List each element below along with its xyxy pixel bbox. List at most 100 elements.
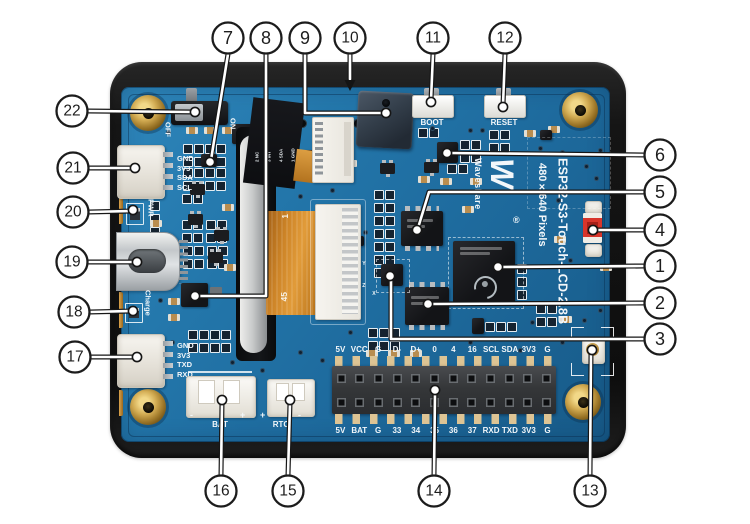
via-dot [157, 297, 163, 303]
header-pin-label-txd: TXD [501, 426, 518, 435]
header-pin-label-g: G [544, 426, 551, 435]
via-dot [581, 317, 587, 323]
header-pin-label-3v3: 3V3 [521, 426, 536, 435]
flex-pin-label-3-int: 3 INT [266, 150, 272, 162]
header-pin-label-16: 16 [467, 345, 477, 354]
via-dot [583, 163, 589, 169]
smd-transistor [380, 160, 395, 177]
charge-led [125, 303, 143, 323]
header-pin-label-sda: SDA [501, 345, 519, 354]
header-socket [425, 390, 444, 414]
header-socket [444, 366, 463, 390]
via-dot [319, 357, 325, 363]
waveshare-logo: W [484, 158, 520, 189]
header-socket [407, 366, 426, 390]
reset-button [484, 95, 526, 118]
header-socket [463, 390, 482, 414]
smd-capacitor [554, 236, 566, 243]
header-pin-label-5v: 5V [335, 345, 346, 354]
header-pin-label-g: G [544, 345, 551, 354]
smd-capacitor [366, 350, 378, 357]
via-dot [529, 319, 535, 325]
header-socket [444, 390, 463, 414]
lcd-flex-cable [266, 211, 320, 315]
registered-mark: ® [513, 215, 520, 225]
via-dot [593, 175, 599, 181]
header-pin-label-5v: 5V [335, 426, 346, 435]
ic-chip-6 [437, 142, 458, 163]
smd-capacitor [418, 176, 430, 183]
header-socket [407, 390, 426, 414]
via-dot [297, 193, 303, 199]
uart-pin-label-3v3: 3V3 [177, 350, 191, 360]
flex-pin-label-4-sda: 4 SDA [278, 148, 284, 162]
bat-label: BAT [212, 420, 228, 429]
imu-axis-x: X [372, 291, 376, 297]
reset-label: RESET [490, 118, 518, 127]
bat-pos-label: + [240, 410, 246, 420]
header-top-pads [334, 356, 555, 366]
header-pin-label-4: 4 [451, 345, 456, 354]
via-dot [567, 257, 573, 263]
test-pad-grid [418, 128, 439, 138]
imu-axis-z: Z [362, 283, 366, 289]
header-socket [481, 366, 500, 390]
header-pin-label-37: 37 [467, 426, 477, 435]
header-pin-label-g: G [374, 345, 382, 354]
header-pin-label-d-: D- [392, 345, 402, 354]
header-pin-label-33: 33 [392, 426, 402, 435]
header-pin-label-rxd: RXD [482, 426, 500, 435]
power-switch-knob [175, 104, 203, 121]
header-pin-label-34: 34 [411, 426, 421, 435]
rtc-connector [267, 379, 315, 417]
header-socket [388, 366, 407, 390]
screw-bottom-right [565, 384, 601, 420]
test-pad-grid [205, 168, 226, 191]
smd-capacitor [470, 178, 482, 185]
smd-capacitor [150, 220, 162, 227]
header-socket [369, 390, 388, 414]
imu-chip [381, 264, 403, 286]
boot-label: BOOT [420, 118, 444, 127]
rtc-label: RTC [272, 420, 290, 429]
via-dot [479, 127, 485, 133]
antenna-silk-bracket [601, 363, 614, 376]
uart-connector [117, 334, 173, 388]
via-dot [537, 145, 543, 151]
smd-transistor [188, 211, 203, 228]
flex-pin-label-1-gnd: 1 GND [290, 148, 296, 162]
test-pad-grid [536, 304, 557, 327]
touch-fpc-connector [312, 117, 354, 183]
smd-capacitor [388, 350, 400, 357]
via-dot [597, 147, 603, 153]
header-bottom-pads [334, 414, 555, 424]
via-dot [259, 367, 265, 373]
ic-chip-8-cap [210, 287, 222, 296]
rtc-neg-label: - [298, 410, 301, 420]
i2c-pin-label-sda: SDA [177, 173, 193, 182]
model-label: ESP32-S3-Touch-LCD-2.8B [555, 158, 570, 325]
test-pad-grid [460, 140, 481, 163]
header-socket [481, 390, 500, 414]
header-socket [500, 390, 519, 414]
header-pin-label-vcc: VCC [350, 345, 368, 354]
boot-button [412, 95, 454, 118]
ic-chip-2 [405, 282, 449, 330]
header-pin-label-0: 0 [432, 345, 437, 354]
uart-pin-label-txd: TXD [177, 360, 192, 369]
smd-capacitor [548, 126, 560, 133]
via-dot [329, 187, 335, 193]
header-socket [519, 366, 538, 390]
resolution-label: 480×640 Pixels [536, 163, 548, 247]
screw-top-left [130, 95, 166, 131]
smd-capacitor [410, 350, 422, 357]
bat-neg-label: - [190, 410, 193, 420]
rgb-led-core [587, 222, 598, 234]
test-pad-grid [489, 130, 510, 153]
uart-pin-label-gnd: GND [177, 341, 194, 350]
header-socket [351, 390, 370, 414]
buzzer-hole [382, 99, 390, 107]
